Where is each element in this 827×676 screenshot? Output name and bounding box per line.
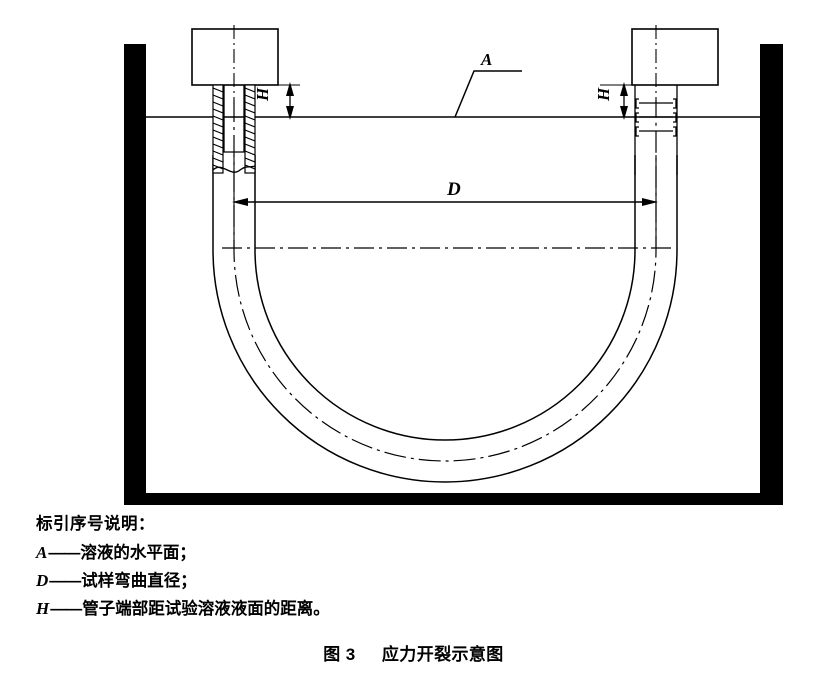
legend-dash-h: —— [50,599,82,618]
u-bend-tube-specimen [212,155,678,483]
legend-symbol-h: H [36,598,50,618]
legend-block: 标引序号说明： A —— 溶液的水平面； D —— 试样弯曲直径； H —— 管… [36,515,596,627]
tube-inner-wall [254,155,636,441]
water-level-leader [454,70,522,118]
h-left-arrow-up [286,82,294,96]
label-water-level: A [480,50,492,69]
legend-item-a: A —— 溶液的水平面； [36,543,596,563]
legend-symbol-d: D [36,570,49,590]
legend-item-h: H —— 管子端部距试验溶液液面的距离。 [36,599,596,619]
legend-item-d: D —— 试样弯曲直径； [36,571,596,591]
legend-text-d: 试样弯曲直径； [81,571,197,590]
right-cap-body [631,28,719,86]
legend-symbol-a: A [36,542,48,562]
left-tube-end-bore [223,85,245,153]
label-height-right: H [594,87,613,102]
h-left-arrow-down [286,106,294,120]
h-right-arrow-down [620,106,628,120]
threaded-end-cap-left [191,25,279,174]
legend-text-h: 管子端部距试验溶液液面的距离。 [82,599,330,618]
height-dimension-right: H [594,82,635,120]
centerline-path [233,100,657,462]
solution-tank [124,44,783,505]
label-bend-diameter: D [446,179,461,200]
caption-number: 图 3 [323,645,356,664]
tube-axis-centerline [233,100,657,462]
legend-dash-a: —— [48,543,80,562]
d-arrow-left [232,198,248,206]
height-dimension-left: H [253,82,300,120]
d-arrow-right [642,198,658,206]
left-cap-body [191,28,279,86]
tank-bottom [124,493,783,505]
bend-diameter-dimension [232,155,658,248]
h-right-arrow-up [620,82,628,96]
left-break-line [212,165,256,173]
label-height-left: H [253,87,272,102]
right-clamp-rings [635,98,677,137]
tank-wall-left [124,44,146,505]
legend-dash-d: —— [49,571,81,590]
legend-title: 标引序号说明： [36,515,155,533]
caption-title: 应力开裂示意图 [381,645,504,664]
clamped-end-cap-right [631,25,719,175]
legend-text-a: 溶液的水平面； [80,543,196,562]
tank-wall-right [760,44,783,505]
tube-outer-wall [212,155,678,483]
figure-caption: 图 3 应力开裂示意图 [0,640,827,665]
